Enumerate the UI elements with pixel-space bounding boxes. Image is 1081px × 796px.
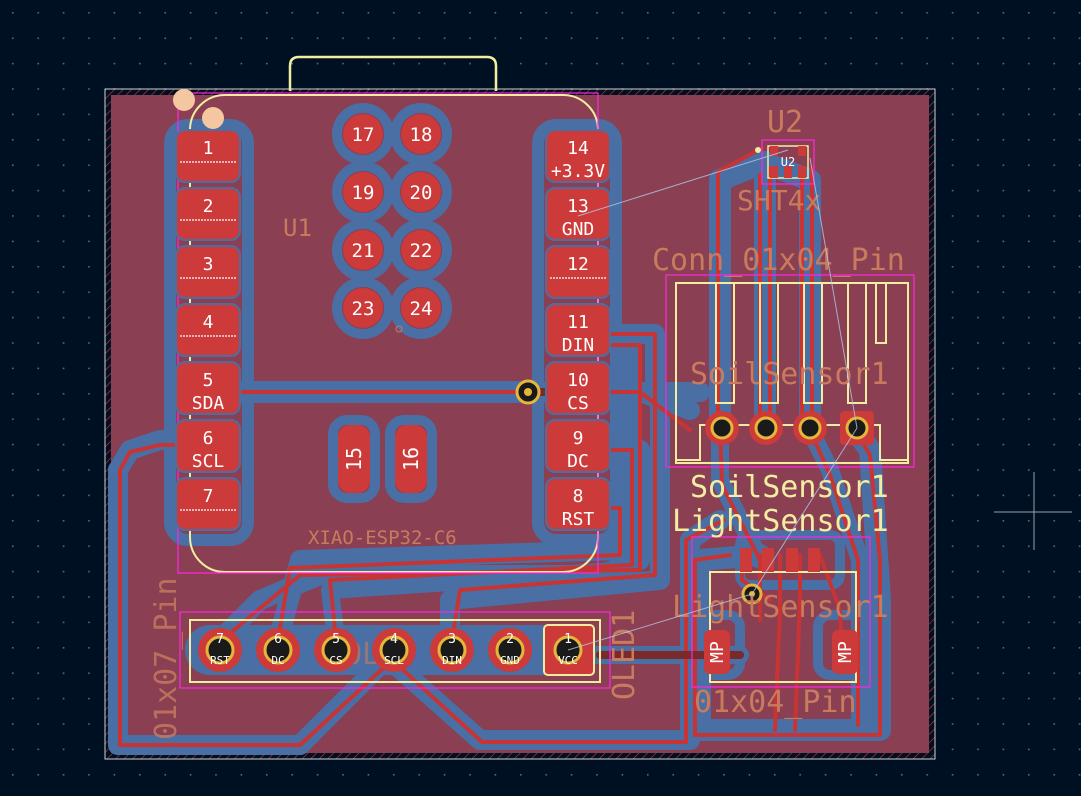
pad-number: 7 [203, 486, 214, 507]
crosshair-cursor [994, 472, 1072, 550]
pad-number: 8 [573, 486, 584, 507]
pad-number: 16 [399, 447, 423, 471]
pad-label: DIN [562, 335, 595, 356]
pad-number: 3 [203, 254, 214, 275]
pin-number: 7 [216, 632, 224, 647]
pad-number: 21 [352, 240, 375, 262]
mount-pad-label: MP [707, 641, 728, 663]
ratsnest [567, 149, 858, 651]
pin-number: 1 [564, 632, 572, 647]
pad-netname-marks [180, 161, 607, 511]
pad-number: 15 [342, 447, 366, 471]
u2-reference: U2 [767, 105, 803, 140]
u1-pad-labels-left: 1 2 3 4 5 SDA 6 SCL 7 [192, 138, 225, 507]
soil-sensor-footprint [665, 274, 915, 468]
light-sensor-footprint [691, 536, 871, 688]
pad-label: CS [567, 393, 589, 414]
oled-footprint [179, 611, 611, 689]
pad-label: RST [562, 509, 595, 530]
oled-value: 01x07_Pin [149, 577, 184, 740]
u1-round-pads: 17 18 19 20 21 22 23 24 [343, 114, 441, 328]
light-sensor-reference: LightSensor1 [672, 504, 889, 539]
pad-number: 11 [567, 312, 589, 333]
u2-footprint [755, 139, 815, 185]
pad-number: 19 [352, 182, 375, 204]
light-sensor-fab-ref: LightSensor1 [672, 590, 889, 625]
pad-number: 9 [573, 428, 584, 449]
pin-number: 5 [332, 632, 340, 647]
pin-label: GND [500, 654, 520, 667]
pad-number: 17 [352, 124, 375, 146]
u2-value: SHT4x [737, 184, 821, 217]
pin-label: SCL [384, 654, 404, 667]
pin-number: 2 [506, 632, 514, 647]
pin-label: DIN [442, 654, 462, 667]
drill-origin-marker [395, 325, 403, 333]
pad-number: 20 [410, 182, 433, 204]
u1-bottom-pads: 15 16 [338, 425, 427, 493]
pad-number: 4 [203, 312, 214, 333]
u1-reference: U1 [283, 214, 312, 242]
pad-number: 14 [567, 138, 589, 159]
pad-label: SDA [192, 393, 225, 414]
pad-number: 12 [567, 254, 589, 275]
u1-pads-right [545, 129, 611, 531]
pin-number: 3 [448, 632, 456, 647]
pin-label: RST [210, 654, 230, 667]
mount-pad-label: MP [835, 641, 856, 663]
soil-sensor-value: Conn_01x04_Pin [652, 243, 905, 278]
u1-pad-labels-right: 14 +3.3V 13 GND 12 11 DIN 10 CS 9 DC 8 R… [551, 138, 605, 530]
pad-number: 1 [203, 138, 214, 159]
pin-label: VCC [558, 654, 578, 667]
pad-number: 22 [410, 240, 433, 262]
pad-number: 6 [203, 428, 214, 449]
pad-number: 5 [203, 370, 214, 391]
pad-label: SCL [192, 451, 225, 472]
usb-outline [288, 55, 498, 91]
pad-label: +3.3V [551, 161, 605, 182]
soil-sensor-fab-ref: SoilSensor1 [690, 357, 889, 392]
pad-number: 2 [203, 196, 214, 217]
pad-number: 23 [352, 298, 375, 320]
pad-number: 10 [567, 370, 589, 391]
pin-label: DC [271, 654, 284, 667]
u1-pads-left [175, 129, 241, 531]
u1-value: XIAO-ESP32-C6 [308, 527, 457, 549]
soil-sensor-reference: SoilSensor1 [690, 470, 889, 505]
pad-number: 13 [567, 196, 589, 217]
u2-pad-ref: U2 [781, 155, 795, 169]
oled-pin-labels: 7 RST 6 DC 5 CS 4 SCL 3 DIN 2 GND 1 VCC [210, 632, 578, 667]
pad-label: DC [567, 451, 589, 472]
oled-reference: OLED1 [607, 610, 642, 700]
pin-label: CS [329, 654, 342, 667]
pad-number: 24 [410, 298, 433, 320]
pin-number: 6 [274, 632, 282, 647]
pin-number: 4 [390, 632, 398, 647]
light-sensor-value: 01x04_Pin [694, 685, 857, 720]
pad-label: GND [562, 219, 595, 240]
pad-number: 18 [410, 124, 433, 146]
